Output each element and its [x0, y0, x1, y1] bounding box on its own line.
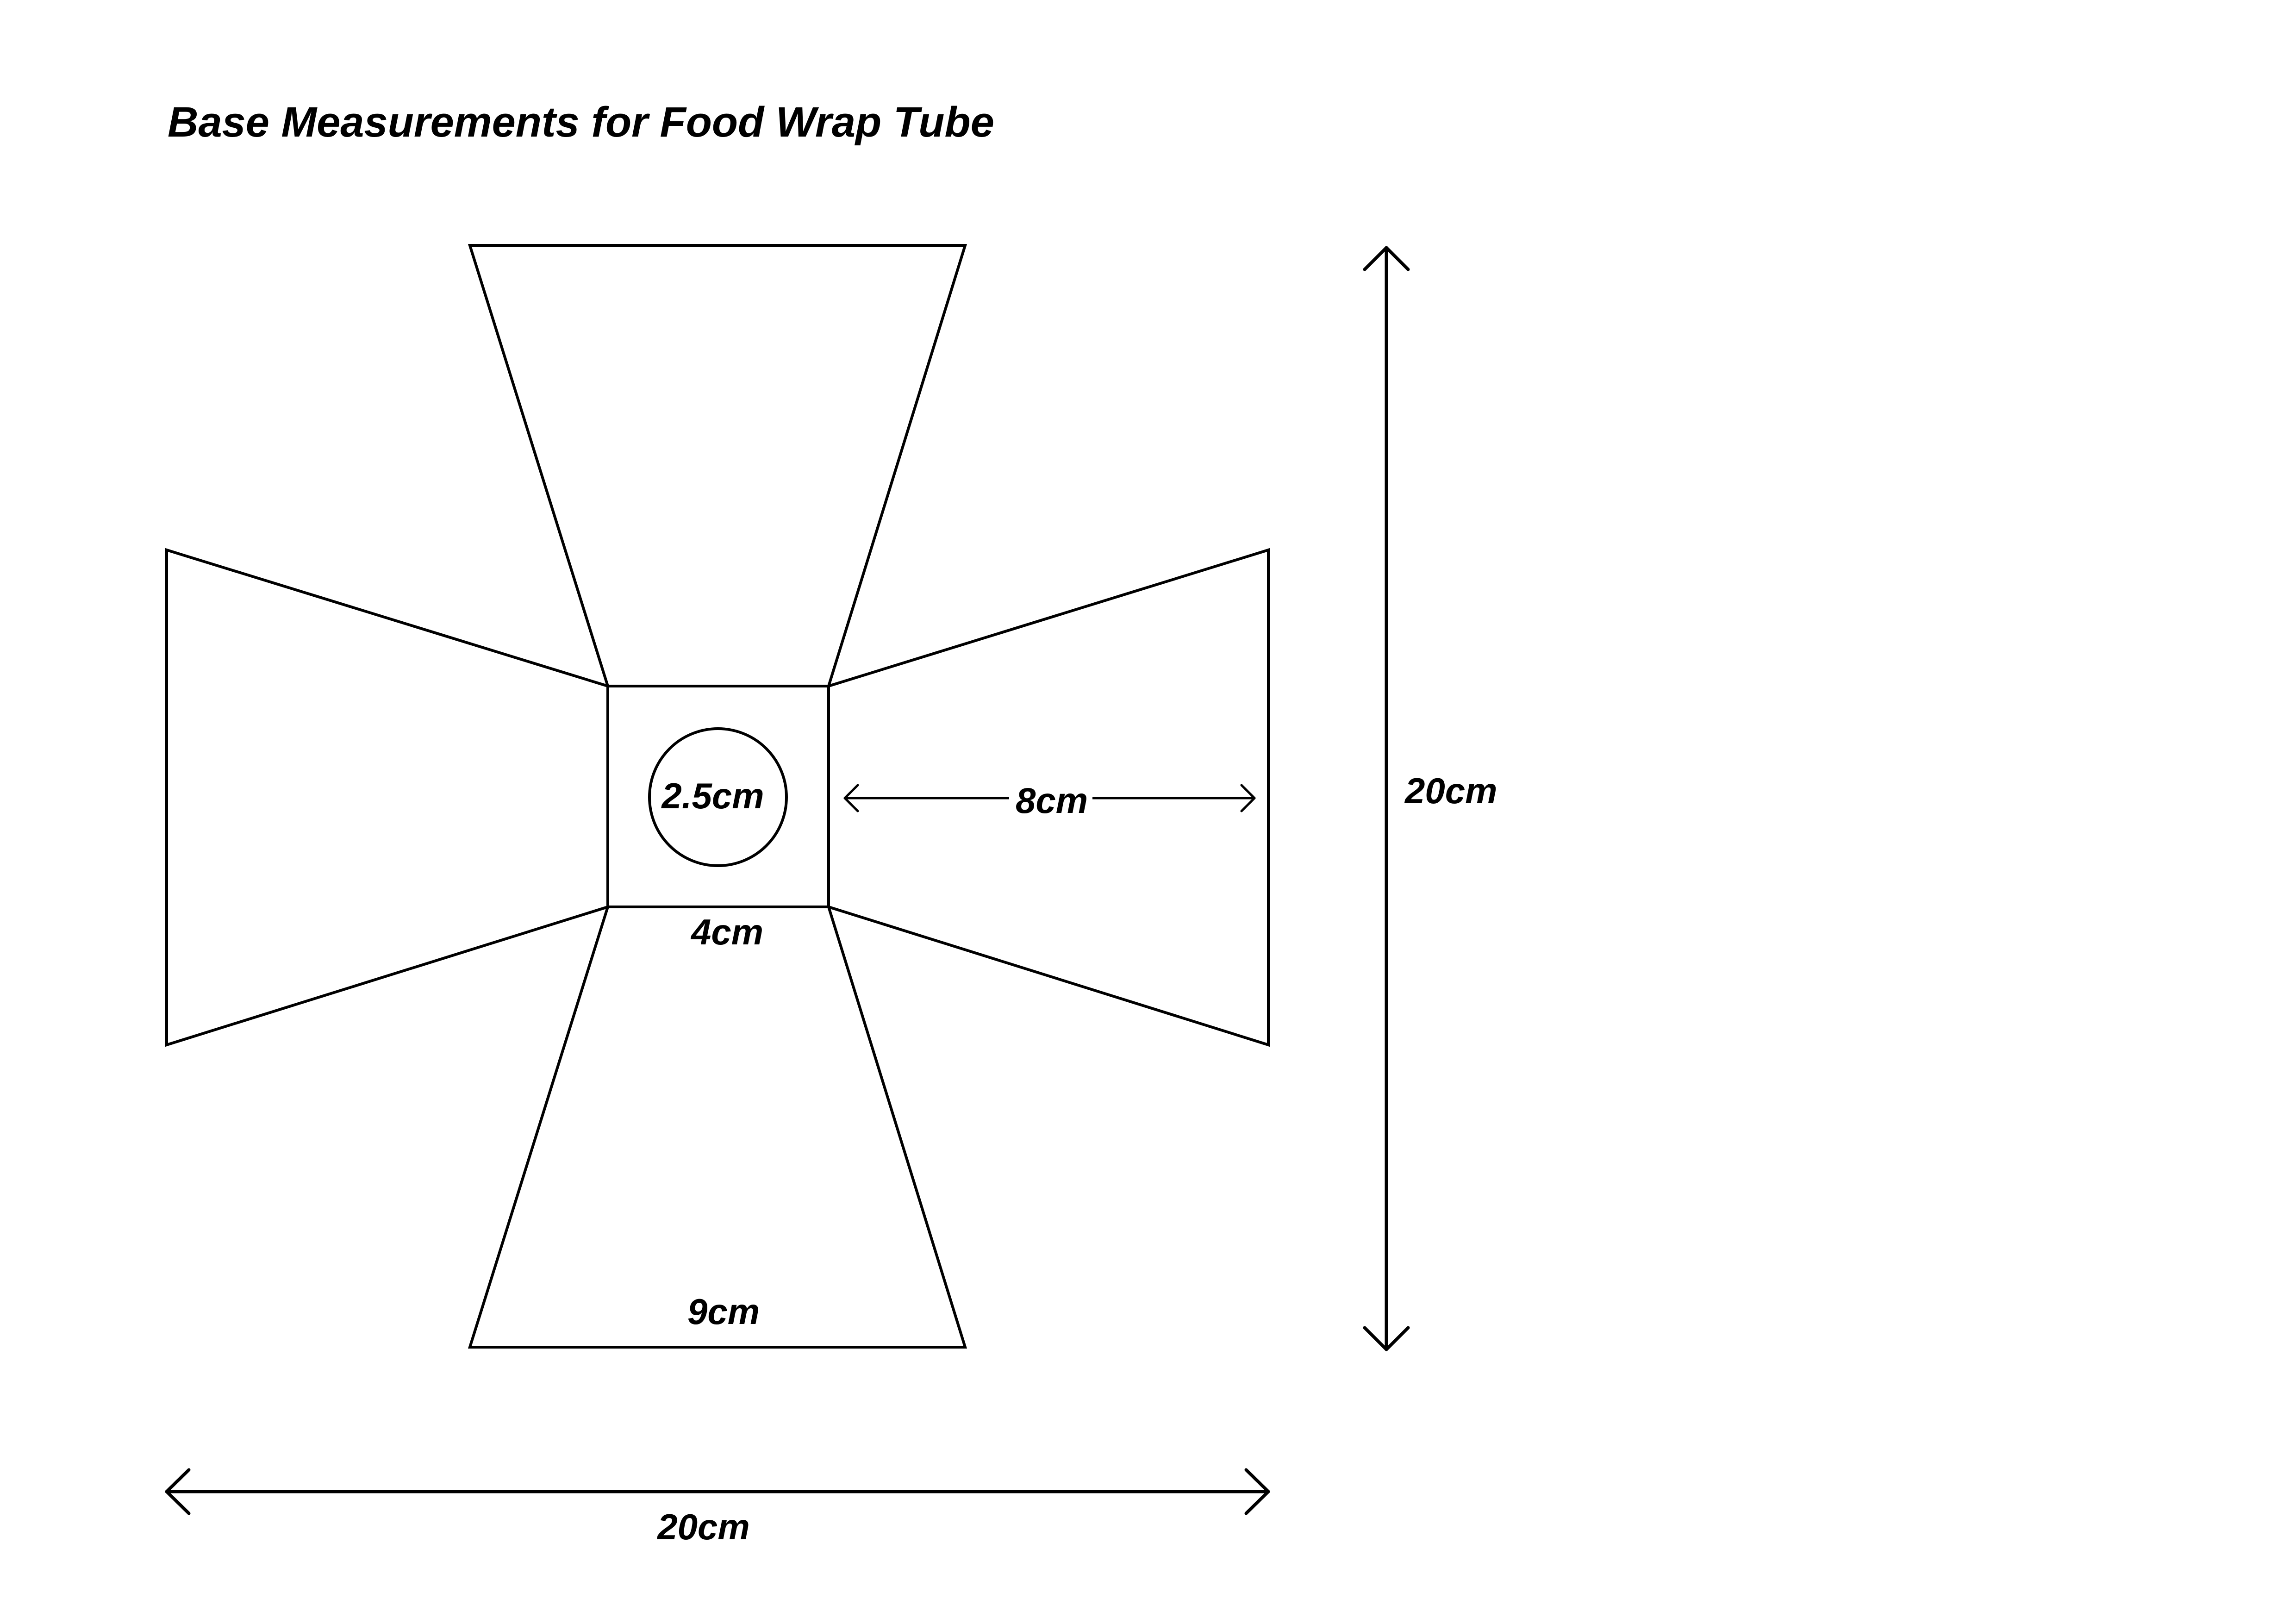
top-flap: [468, 244, 967, 687]
total-width-label: 20cm: [656, 1506, 750, 1547]
right-flap: [827, 548, 1270, 1047]
bottom-flap: [468, 906, 967, 1349]
total-height-arrow-top: [1363, 246, 1410, 271]
diagram-title: Base Measurements for Food Wrap Tube: [168, 99, 994, 146]
circle-diameter-label: 2.5cm: [661, 775, 764, 816]
total-height-arrow-bottom: [1363, 1326, 1410, 1351]
total-height-label: 20cm: [1404, 770, 1497, 811]
total-height-dimension: 20cm: [1363, 246, 1497, 1351]
flap-length-label-mask: [1009, 773, 1092, 819]
total-width-arrow-left: [165, 1468, 191, 1515]
center-circle: [648, 727, 788, 867]
total-width-arrow-right: [1244, 1468, 1270, 1515]
flap-outer-width-label: 9cm: [687, 1291, 760, 1332]
flap-length-arrow-left: [843, 784, 859, 812]
flap-length-label: 8cm: [1016, 780, 1088, 821]
total-width-dimension: 20cm: [165, 1468, 1270, 1547]
flap-length-arrow-right: [1240, 784, 1256, 812]
left-flap: [165, 548, 609, 1047]
square-side-label: 4cm: [690, 912, 763, 952]
flap-length-dimension: 8cm: [843, 773, 1256, 821]
